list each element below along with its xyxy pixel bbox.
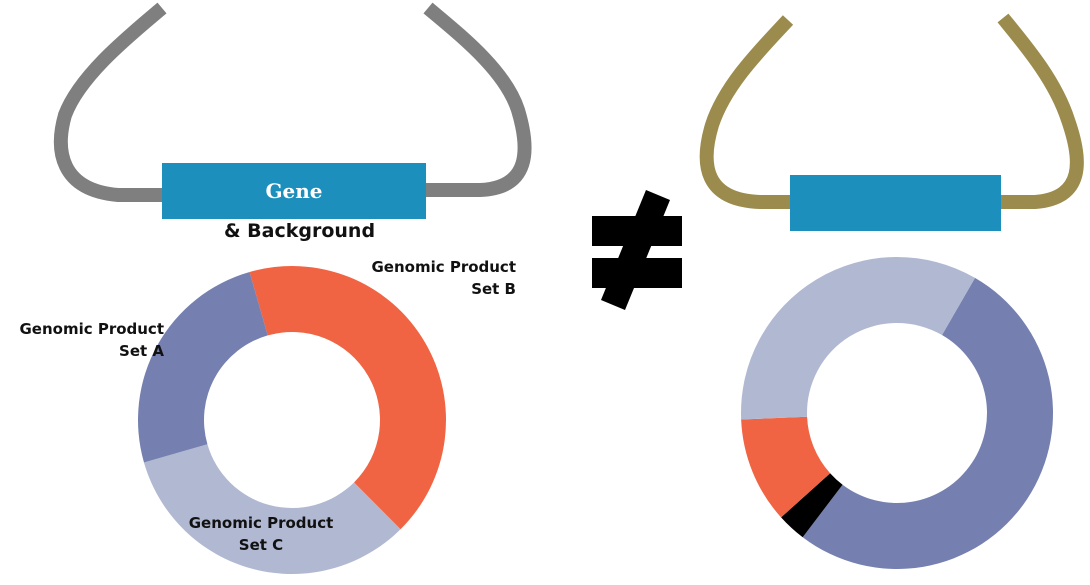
- gene-box-right: [790, 175, 1001, 231]
- label-set-c-line1: Genomic Product: [188, 514, 334, 532]
- label-set-b-line1: Genomic Product: [371, 258, 516, 276]
- donut-slice-genomic-product-set-c: [143, 444, 401, 574]
- donut-slice-set-c: [741, 257, 975, 420]
- left-flank-strand-right-construct: [699, 15, 794, 209]
- right-flank-strand-right-construct: [997, 13, 1084, 209]
- left-gene-construct: [53, 2, 532, 219]
- label-set-c: Genomic Product Set C: [186, 512, 336, 556]
- label-set-b: Genomic Product Set B: [366, 256, 516, 300]
- not-equal-slash: [601, 190, 670, 310]
- donut-slice-genomic-product-set-a: [138, 271, 268, 463]
- background-label: & Background: [224, 220, 376, 242]
- not-equal-icon: [592, 190, 682, 310]
- label-set-a-line2: Set A: [119, 342, 164, 360]
- gene-box: [162, 163, 426, 219]
- right-gene-construct: [699, 13, 1084, 231]
- right-flank-strand-left-construct: [423, 2, 532, 197]
- donut-chart-left: [138, 266, 446, 574]
- donut-slice-set-a: [802, 277, 1054, 569]
- label-set-b-line2: Set B: [471, 280, 516, 298]
- donut-slice-genomic-product-set-b: [249, 266, 446, 530]
- label-set-a-line1: Genomic Product: [19, 320, 164, 338]
- label-set-a: Genomic Product Set A: [14, 318, 164, 362]
- donut-slice-black: [781, 473, 843, 538]
- gene-label: Gene: [265, 179, 323, 203]
- left-flank-strand: [53, 2, 167, 202]
- donut-slice-set-b: [741, 416, 831, 518]
- label-set-c-line2: Set C: [238, 536, 284, 554]
- donut-chart-right: [741, 257, 1054, 569]
